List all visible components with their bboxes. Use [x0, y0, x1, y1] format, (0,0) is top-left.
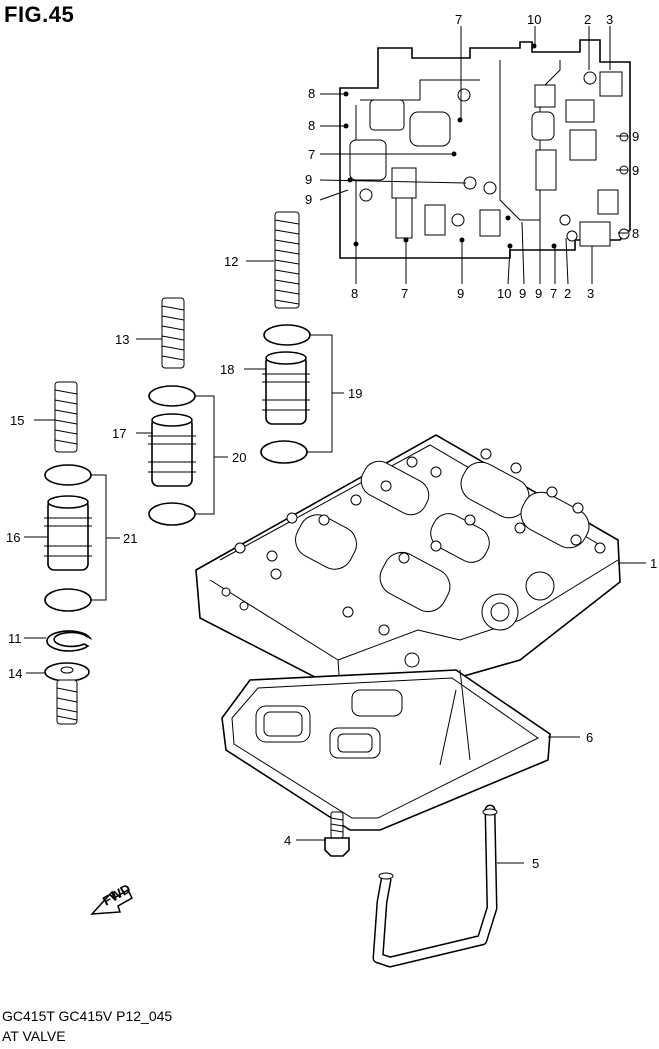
strainer-bolt: [324, 811, 350, 857]
valve-body-spools: [295, 460, 590, 668]
fwd-arrow-icon: FWD: [90, 881, 133, 915]
snap-ring-11: [46, 630, 91, 652]
callout-12: 12: [224, 254, 238, 269]
callout-9-right-b: 9: [632, 163, 639, 178]
piston-17: [148, 413, 196, 487]
callout-21: 21: [123, 531, 137, 546]
callout-17: 17: [112, 426, 126, 441]
seal-ring-19-upper: [263, 324, 311, 346]
callout-7-bottom-b: 7: [550, 286, 557, 301]
callout-9-right-a: 9: [632, 129, 639, 144]
seal-ring-20-lower: [148, 502, 196, 526]
callout-20: 20: [232, 450, 246, 465]
leader-lines: [24, 26, 646, 864]
valve-body-bolts: [221, 448, 606, 636]
callout-1: 1: [650, 556, 657, 571]
callout-16: 16: [6, 530, 20, 545]
callout-8-a: 8: [308, 86, 315, 101]
callout-15: 15: [10, 413, 24, 428]
callout-7-top: 7: [455, 12, 462, 27]
separator-plate: [339, 39, 631, 259]
callout-3-top: 3: [606, 12, 613, 27]
seal-ring-19-lower: [260, 440, 308, 464]
callout-2-top: 2: [584, 12, 591, 27]
callout-18: 18: [220, 362, 234, 377]
spring-12: [274, 211, 300, 309]
figure-caption-name: AT VALVE: [2, 1028, 66, 1044]
callout-7-left: 7: [308, 147, 315, 162]
callout-8-bottom: 8: [351, 286, 358, 301]
callout-9-bottom-c: 9: [535, 286, 542, 301]
figure-caption-code: GC415T GC415V P12_045: [2, 1008, 173, 1024]
seal-ring-20-upper: [148, 385, 196, 407]
callout-10-top: 10: [527, 12, 541, 27]
callout-2-bottom: 2: [564, 286, 571, 301]
figure-title: FIG.45: [4, 2, 75, 27]
callout-7-bottom: 7: [401, 286, 408, 301]
valve-body-assembly: [195, 434, 621, 701]
spring-13: [161, 297, 185, 369]
callout-11: 11: [8, 631, 22, 646]
seal-ring-21-lower: [44, 588, 92, 612]
callout-5: 5: [532, 856, 539, 871]
callout-9-bottom-a: 9: [457, 286, 464, 301]
oil-strainer: [221, 669, 551, 831]
callout-4: 4: [284, 833, 291, 848]
callout-8-b: 8: [308, 118, 315, 133]
callout-6: 6: [586, 730, 593, 745]
callout-13: 13: [115, 332, 129, 347]
spring-15: [54, 381, 78, 453]
seal-ring-21-upper: [44, 464, 92, 486]
piston-16: [44, 495, 92, 571]
oil-pipe: [372, 804, 498, 968]
callout-9-bottom-b: 9: [519, 286, 526, 301]
callout-10-bottom: 10: [497, 286, 511, 301]
callout-3-bottom: 3: [587, 286, 594, 301]
callout-14: 14: [8, 666, 22, 681]
valve-plug-14: [44, 662, 90, 725]
piston-18: [262, 351, 310, 425]
callout-9-left-b: 9: [305, 192, 312, 207]
callout-9-left-a: 9: [305, 172, 312, 187]
callout-19: 19: [348, 386, 362, 401]
callout-8-right: 8: [632, 226, 639, 241]
callout-labels: 7 10 2 3 8 8 7 9 9 9 9 8 8 7 9 10 9 9 7 …: [6, 12, 657, 871]
